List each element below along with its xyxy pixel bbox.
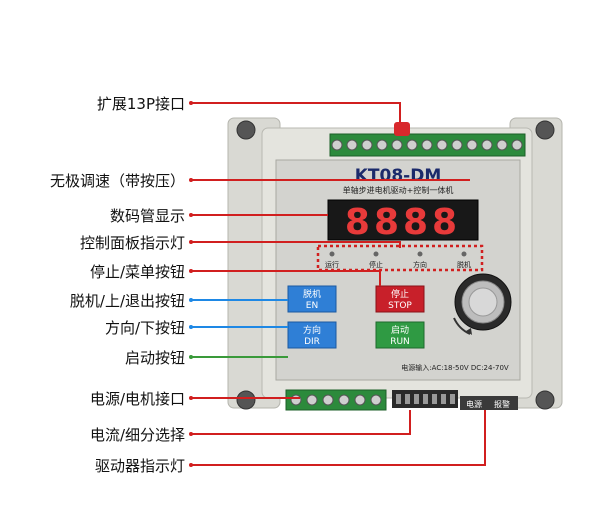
digit-display	[327, 199, 479, 241]
terminal-screw	[421, 139, 433, 151]
terminal-screw	[451, 139, 463, 151]
terminal-screw	[331, 139, 343, 151]
terminal-screw	[376, 139, 388, 151]
terminal-screw	[290, 394, 302, 406]
terminal-screw	[466, 139, 478, 151]
callout-label: 电流/细分选择	[89, 426, 185, 444]
callout-dot	[189, 298, 193, 302]
run-button[interactable]: 启动 RUN	[375, 321, 425, 349]
callout-dot	[189, 269, 193, 273]
dip-switch[interactable]	[432, 394, 437, 404]
callout-dot	[189, 213, 193, 217]
terminal-screw	[370, 394, 382, 406]
terminal-screw	[338, 394, 350, 406]
mount-hole-tr	[535, 120, 555, 140]
terminal-screw	[481, 139, 493, 151]
callout-label: 方向/下按钮	[104, 319, 185, 337]
callout-dot	[189, 463, 193, 467]
indicator-led	[461, 251, 467, 257]
terminal-screw	[511, 139, 523, 151]
callout-label: 驱动器指示灯	[94, 457, 185, 475]
callout-dot	[189, 396, 193, 400]
offline-button-cn: 脱机	[303, 288, 321, 300]
offline-button-en: EN	[306, 301, 318, 311]
callout-connector	[191, 410, 486, 466]
dip-switch[interactable]	[414, 394, 419, 404]
indicator-led	[373, 251, 379, 257]
callout-dot	[189, 432, 193, 436]
callout-label: 电源/电机接口	[89, 390, 185, 408]
callout-label: 数码管显示	[109, 207, 185, 225]
top-red-tab	[394, 122, 410, 136]
callout-label: 脱机/上/退出按钮	[69, 292, 185, 310]
indicator-led	[417, 251, 423, 257]
driver-led-alarm: 报警	[494, 399, 510, 409]
callout-dot	[189, 101, 193, 105]
display-digits: 8888	[345, 202, 461, 243]
mount-hole-tl	[236, 120, 256, 140]
callout-dot	[189, 355, 193, 359]
dir-button-cn: 方向	[303, 324, 321, 336]
indicator-label: 方向	[413, 260, 427, 269]
callout-dot	[189, 325, 193, 329]
terminal-screw	[391, 139, 403, 151]
terminal-screw	[306, 394, 318, 406]
dip-switch[interactable]	[450, 394, 455, 404]
callout-dot	[189, 240, 193, 244]
driver-led-power: 电源	[466, 399, 482, 409]
terminal-screw	[436, 139, 448, 151]
run-button-en: RUN	[390, 337, 410, 347]
dip-switch[interactable]	[405, 394, 410, 404]
dir-button-en: DIR	[304, 337, 320, 347]
offline-button[interactable]: 脱机 EN	[287, 285, 337, 313]
mount-hole-bl	[236, 390, 256, 410]
stop-button-en: STOP	[388, 301, 412, 311]
callout-label: 无极调速（带按压）	[49, 172, 185, 190]
terminal-screw	[354, 394, 366, 406]
callout-connector	[191, 241, 401, 248]
indicator-label: 停止	[369, 260, 383, 269]
indicator-led	[329, 251, 335, 257]
indicator-label: 脱机	[457, 260, 471, 269]
terminal-screw	[346, 139, 358, 151]
stop-button-cn: 停止	[391, 288, 409, 300]
model-title: KT08-DM	[355, 166, 442, 186]
callout-connector	[191, 102, 401, 122]
dip-switch[interactable]	[423, 394, 428, 404]
callout-dot	[189, 178, 193, 182]
dip-switch[interactable]	[396, 394, 401, 404]
callout-label: 控制面板指示灯	[79, 234, 185, 252]
dir-button[interactable]: 方向 DIR	[287, 321, 337, 349]
mount-hole-br	[535, 390, 555, 410]
terminal-screw	[361, 139, 373, 151]
callout-label: 扩展13P接口	[96, 95, 185, 113]
power-input-spec: 电源输入:AC:18-50V DC:24-70V	[401, 363, 509, 372]
callout-connector	[191, 410, 411, 435]
stop-button[interactable]: 停止 STOP	[375, 285, 425, 313]
callout-label: 停止/菜单按钮	[89, 263, 185, 281]
terminal-screw	[322, 394, 334, 406]
indicator-label: 运行	[325, 260, 339, 269]
terminal-screw	[496, 139, 508, 151]
speed-knob[interactable]	[453, 273, 512, 335]
callout-connector	[191, 270, 381, 286]
dip-switch[interactable]	[441, 394, 446, 404]
indicator-highlight-box	[316, 244, 484, 272]
terminal-screw	[406, 139, 418, 151]
driver-led-strip	[460, 396, 518, 410]
model-subtitle: 单轴步进电机驱动+控制一体机	[343, 185, 454, 195]
callout-label: 启动按钮	[124, 349, 185, 367]
run-button-cn: 启动	[391, 324, 409, 336]
